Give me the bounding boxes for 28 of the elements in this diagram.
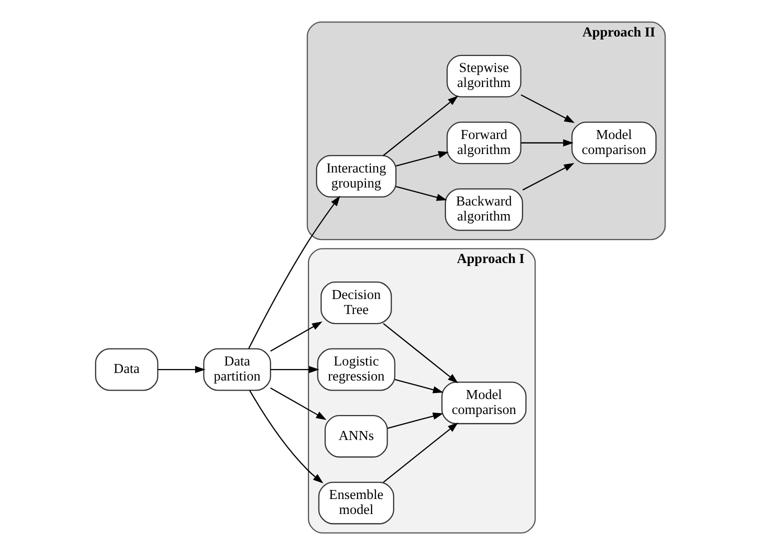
arrow (395, 186, 447, 201)
arrow (248, 390, 323, 484)
node-box: ANNs (324, 415, 388, 458)
arrow (382, 422, 458, 483)
node-box: Backward algorithm (444, 188, 523, 231)
node-box: Ensemble model (318, 482, 394, 524)
arrow (382, 323, 458, 384)
arrow (270, 321, 322, 352)
arrow (394, 379, 443, 394)
arrow (382, 96, 458, 156)
node-box: Forward algorithm (446, 122, 521, 164)
node-box: Model comparison (570, 122, 656, 164)
node-box: Decision Tree (320, 282, 392, 324)
arrow (520, 139, 574, 146)
node-box: Data (94, 348, 158, 391)
node-box: Model comparison (440, 382, 526, 424)
arrow (522, 162, 574, 190)
arrow (520, 94, 574, 123)
arrow (395, 151, 448, 167)
node-box: Logistic regression (316, 348, 395, 391)
node-box: Data partition (202, 348, 271, 391)
arrow (270, 366, 319, 374)
arrow (248, 196, 340, 349)
arrow (386, 412, 443, 429)
node-box: Stepwise algorithm (446, 54, 521, 98)
arrow (157, 366, 205, 374)
node-box: Interacting grouping (315, 154, 396, 198)
arrow (270, 387, 326, 420)
